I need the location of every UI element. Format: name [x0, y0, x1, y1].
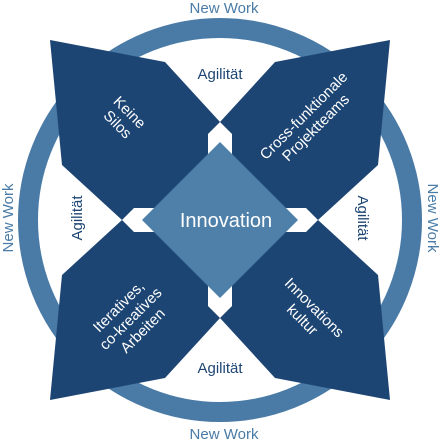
outer-ring — [18, 18, 422, 422]
outer-label-right: New Work — [424, 184, 441, 253]
agility-label-bottom: Agilität — [197, 360, 243, 377]
petal-bottom-left — [50, 220, 220, 400]
agility-label-left: Agilität — [69, 195, 86, 241]
petal-bottom-right — [220, 220, 390, 400]
outer-label-left: New Work — [0, 183, 17, 252]
center-label: Innovation — [180, 210, 272, 232]
petal-top-right — [220, 40, 390, 220]
outer-label-top: New Work — [190, 0, 259, 17]
petal-top-left — [50, 40, 220, 220]
center-diamond — [142, 142, 298, 298]
agility-label-top: Agilität — [197, 66, 243, 83]
outer-label-bottom: New Work — [190, 426, 259, 440]
agility-label-right: Agilität — [354, 195, 371, 241]
